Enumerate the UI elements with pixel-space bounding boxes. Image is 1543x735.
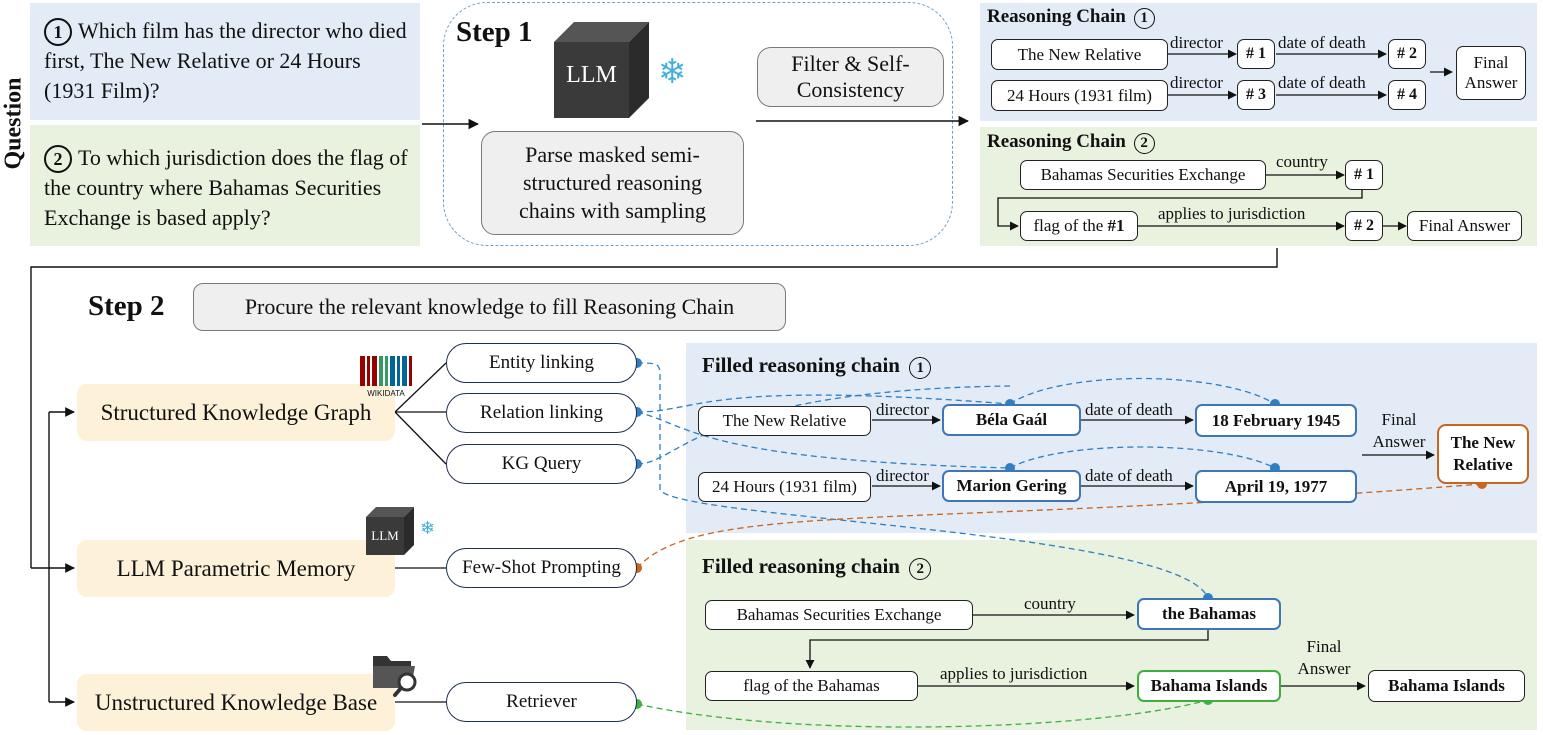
chain-1-number: 1 xyxy=(1133,8,1155,29)
filled1-director-marion-gering: Marion Gering xyxy=(942,470,1081,502)
parse-step-box: Parse masked semi-structured reasoning c… xyxy=(481,131,744,235)
question-2-panel xyxy=(30,125,420,246)
chain-2-number: 2 xyxy=(1133,133,1155,154)
filled-chain-2-number: 2 xyxy=(909,558,932,580)
tool-retriever: Retriever xyxy=(446,682,637,722)
question-2-text: To which jurisdiction does the flag of t… xyxy=(44,145,408,230)
llm-cube-label: LLM xyxy=(566,62,617,88)
folder-search-icon xyxy=(371,650,421,698)
llm-small-cube-label: LLM xyxy=(371,528,399,543)
wikidata-label: WIKIDATA xyxy=(367,389,405,398)
chain2-placeholder-2: # 2 xyxy=(1345,211,1383,241)
wikidata-icon: WIKIDATA xyxy=(360,356,412,398)
filled1-date-1977: April 19, 1977 xyxy=(1195,470,1357,503)
filled1-relation-director-2: director xyxy=(876,466,929,485)
filled-chain-1-number: 1 xyxy=(909,357,932,379)
reasoning-chain-1-title: Reasoning Chain 1 xyxy=(987,6,1155,29)
reasoning-chain-2-title: Reasoning Chain 2 xyxy=(987,131,1155,154)
chain2-final-answer: Final Answer xyxy=(1407,211,1522,241)
filled1-date-1945: 18 February 1945 xyxy=(1195,404,1357,437)
filled1-final-answer-label: Final Answer xyxy=(1372,410,1426,451)
frozen-snowflake-icon: ❄ xyxy=(658,54,687,91)
chain2-placeholder-1: # 1 xyxy=(1345,160,1383,190)
filled2-relation-jurisdiction: applies to jurisdiction xyxy=(940,664,1088,683)
tool-kg-query: KG Query xyxy=(446,444,637,484)
filled1-entity-24-hours: 24 Hours (1931 film) xyxy=(698,472,871,502)
chain2-relation-country: country xyxy=(1276,152,1328,171)
step-2-title: Step 2 xyxy=(88,290,165,322)
question-1-panel xyxy=(30,3,420,120)
filled1-relation-death-1: date of death xyxy=(1085,400,1173,419)
tool-relation-linking: Relation linking xyxy=(446,393,637,433)
filled2-final-answer-label: Final Answer xyxy=(1297,637,1351,678)
chain1-placeholder-1: # 1 xyxy=(1237,39,1275,69)
step-2-description: Procure the relevant knowledge to fill R… xyxy=(193,283,786,331)
question-label: Question xyxy=(0,77,27,170)
filled2-relation-country: country xyxy=(1024,594,1076,613)
filled2-country-bahamas: the Bahamas xyxy=(1137,598,1281,630)
chain1-relation-death-1: date of death xyxy=(1278,33,1366,52)
chain1-relation-director-2: director xyxy=(1170,73,1223,92)
filled-chain-2-title: Filled reasoning chain 2 xyxy=(702,554,932,580)
filled1-relation-death-2: date of death xyxy=(1085,466,1173,485)
chain2-relation-jurisdiction: applies to jurisdiction xyxy=(1158,204,1306,223)
filled1-relation-director-1: director xyxy=(876,400,929,419)
chain1-relation-director-1: director xyxy=(1170,33,1223,52)
chain2-entity-bse: Bahamas Securities Exchange xyxy=(1020,160,1266,190)
chain1-placeholder-2: # 2 xyxy=(1388,39,1426,69)
chain1-placeholder-3: # 3 xyxy=(1237,80,1275,110)
filled2-flag-of-bahamas: flag of the Bahamas xyxy=(705,671,918,701)
chain1-entity-new-relative: The New Relative xyxy=(991,39,1168,70)
tool-few-shot-prompting: Few-Shot Prompting xyxy=(446,548,637,588)
filled2-jurisdiction: Bahama Islands xyxy=(1137,670,1281,702)
tool-entity-linking: Entity linking xyxy=(446,343,637,383)
chain1-entity-24-hours: 24 Hours (1931 film) xyxy=(991,80,1168,111)
filled2-entity-bse: Bahamas Securities Exchange xyxy=(705,600,973,630)
chain2-flag-of: flag of the #1 xyxy=(1020,211,1138,241)
source-knowledge-base: Unstructured Knowledge Base xyxy=(77,674,395,731)
chain1-final-answer: Final Answer xyxy=(1456,46,1526,100)
source-knowledge-graph: Structured Knowledge Graph xyxy=(77,384,395,441)
chain1-relation-death-2: date of death xyxy=(1278,73,1366,92)
chain1-placeholder-4: # 4 xyxy=(1388,80,1426,110)
filled1-director-bela-gaal: Béla Gaál xyxy=(942,404,1081,436)
question-1-text: Which film has the director who died fir… xyxy=(44,18,407,103)
filled2-answer: Bahama Islands xyxy=(1368,670,1525,702)
llm-cube-icon: LLM xyxy=(554,22,654,120)
filled1-answer: The New Relative xyxy=(1437,424,1529,484)
source-llm-memory: LLM Parametric Memory xyxy=(77,540,395,597)
question-2-number: 2 xyxy=(44,145,72,173)
frozen-snowflake-small-icon: ❄ xyxy=(420,518,436,538)
filled1-entity-new-relative: The New Relative xyxy=(698,406,871,436)
filled-chain-1-title: Filled reasoning chain 1 xyxy=(702,353,932,379)
question-1-number: 1 xyxy=(44,18,72,46)
filter-self-consistency-box: Filter & Self-Consistency xyxy=(757,47,944,107)
step-1-title: Step 1 xyxy=(456,16,533,48)
llm-small-cube-icon: LLM xyxy=(366,507,416,557)
